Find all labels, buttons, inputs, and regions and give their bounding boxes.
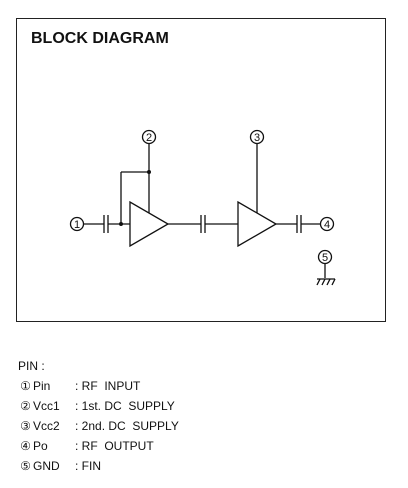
pin-name: GND xyxy=(33,459,60,473)
pin-number: ④ xyxy=(20,439,31,453)
ground-hatch-4 xyxy=(331,278,336,286)
pin3-number: 3 xyxy=(254,132,260,144)
pin5-number: 5 xyxy=(322,252,328,264)
pin-description: : RF INPUT xyxy=(75,379,141,393)
pin2-number: 2 xyxy=(146,132,152,144)
pin-name: Vcc2 xyxy=(33,419,60,433)
junction-dot-vcc1-input xyxy=(119,222,123,226)
pin-number: ⑤ xyxy=(20,459,31,473)
diagram-frame xyxy=(16,18,386,322)
pin-description: : RF OUTPUT xyxy=(75,439,154,453)
ground-hatch-3 xyxy=(326,278,331,286)
pin-description: : FIN xyxy=(75,459,101,473)
ground-hatch-1 xyxy=(316,278,321,286)
pin-heading: PIN : xyxy=(18,359,45,373)
pin-name: Vcc1 xyxy=(33,399,60,413)
pin3-circle xyxy=(249,129,265,145)
pin-description: : 1st. DC SUPPLY xyxy=(75,399,175,413)
pin1-number: 1 xyxy=(74,219,80,231)
pin-number: ② xyxy=(20,399,31,413)
pin-name: Pin xyxy=(33,379,51,393)
pin2-circle xyxy=(141,129,157,145)
junction-dot-vcc1-top xyxy=(147,170,151,174)
pin1-circle xyxy=(69,216,85,232)
diagram-title: BLOCK DIAGRAM xyxy=(31,30,169,47)
ground-hatch-2 xyxy=(321,278,326,286)
pin4-circle xyxy=(319,216,335,232)
pin-number: ① xyxy=(20,379,31,393)
pin-description: : 2nd. DC SUPPLY xyxy=(75,419,179,433)
pin5-circle xyxy=(317,249,333,265)
pin-name: Po xyxy=(33,439,48,453)
pin4-number: 4 xyxy=(324,219,330,231)
pin-number: ③ xyxy=(20,419,31,433)
